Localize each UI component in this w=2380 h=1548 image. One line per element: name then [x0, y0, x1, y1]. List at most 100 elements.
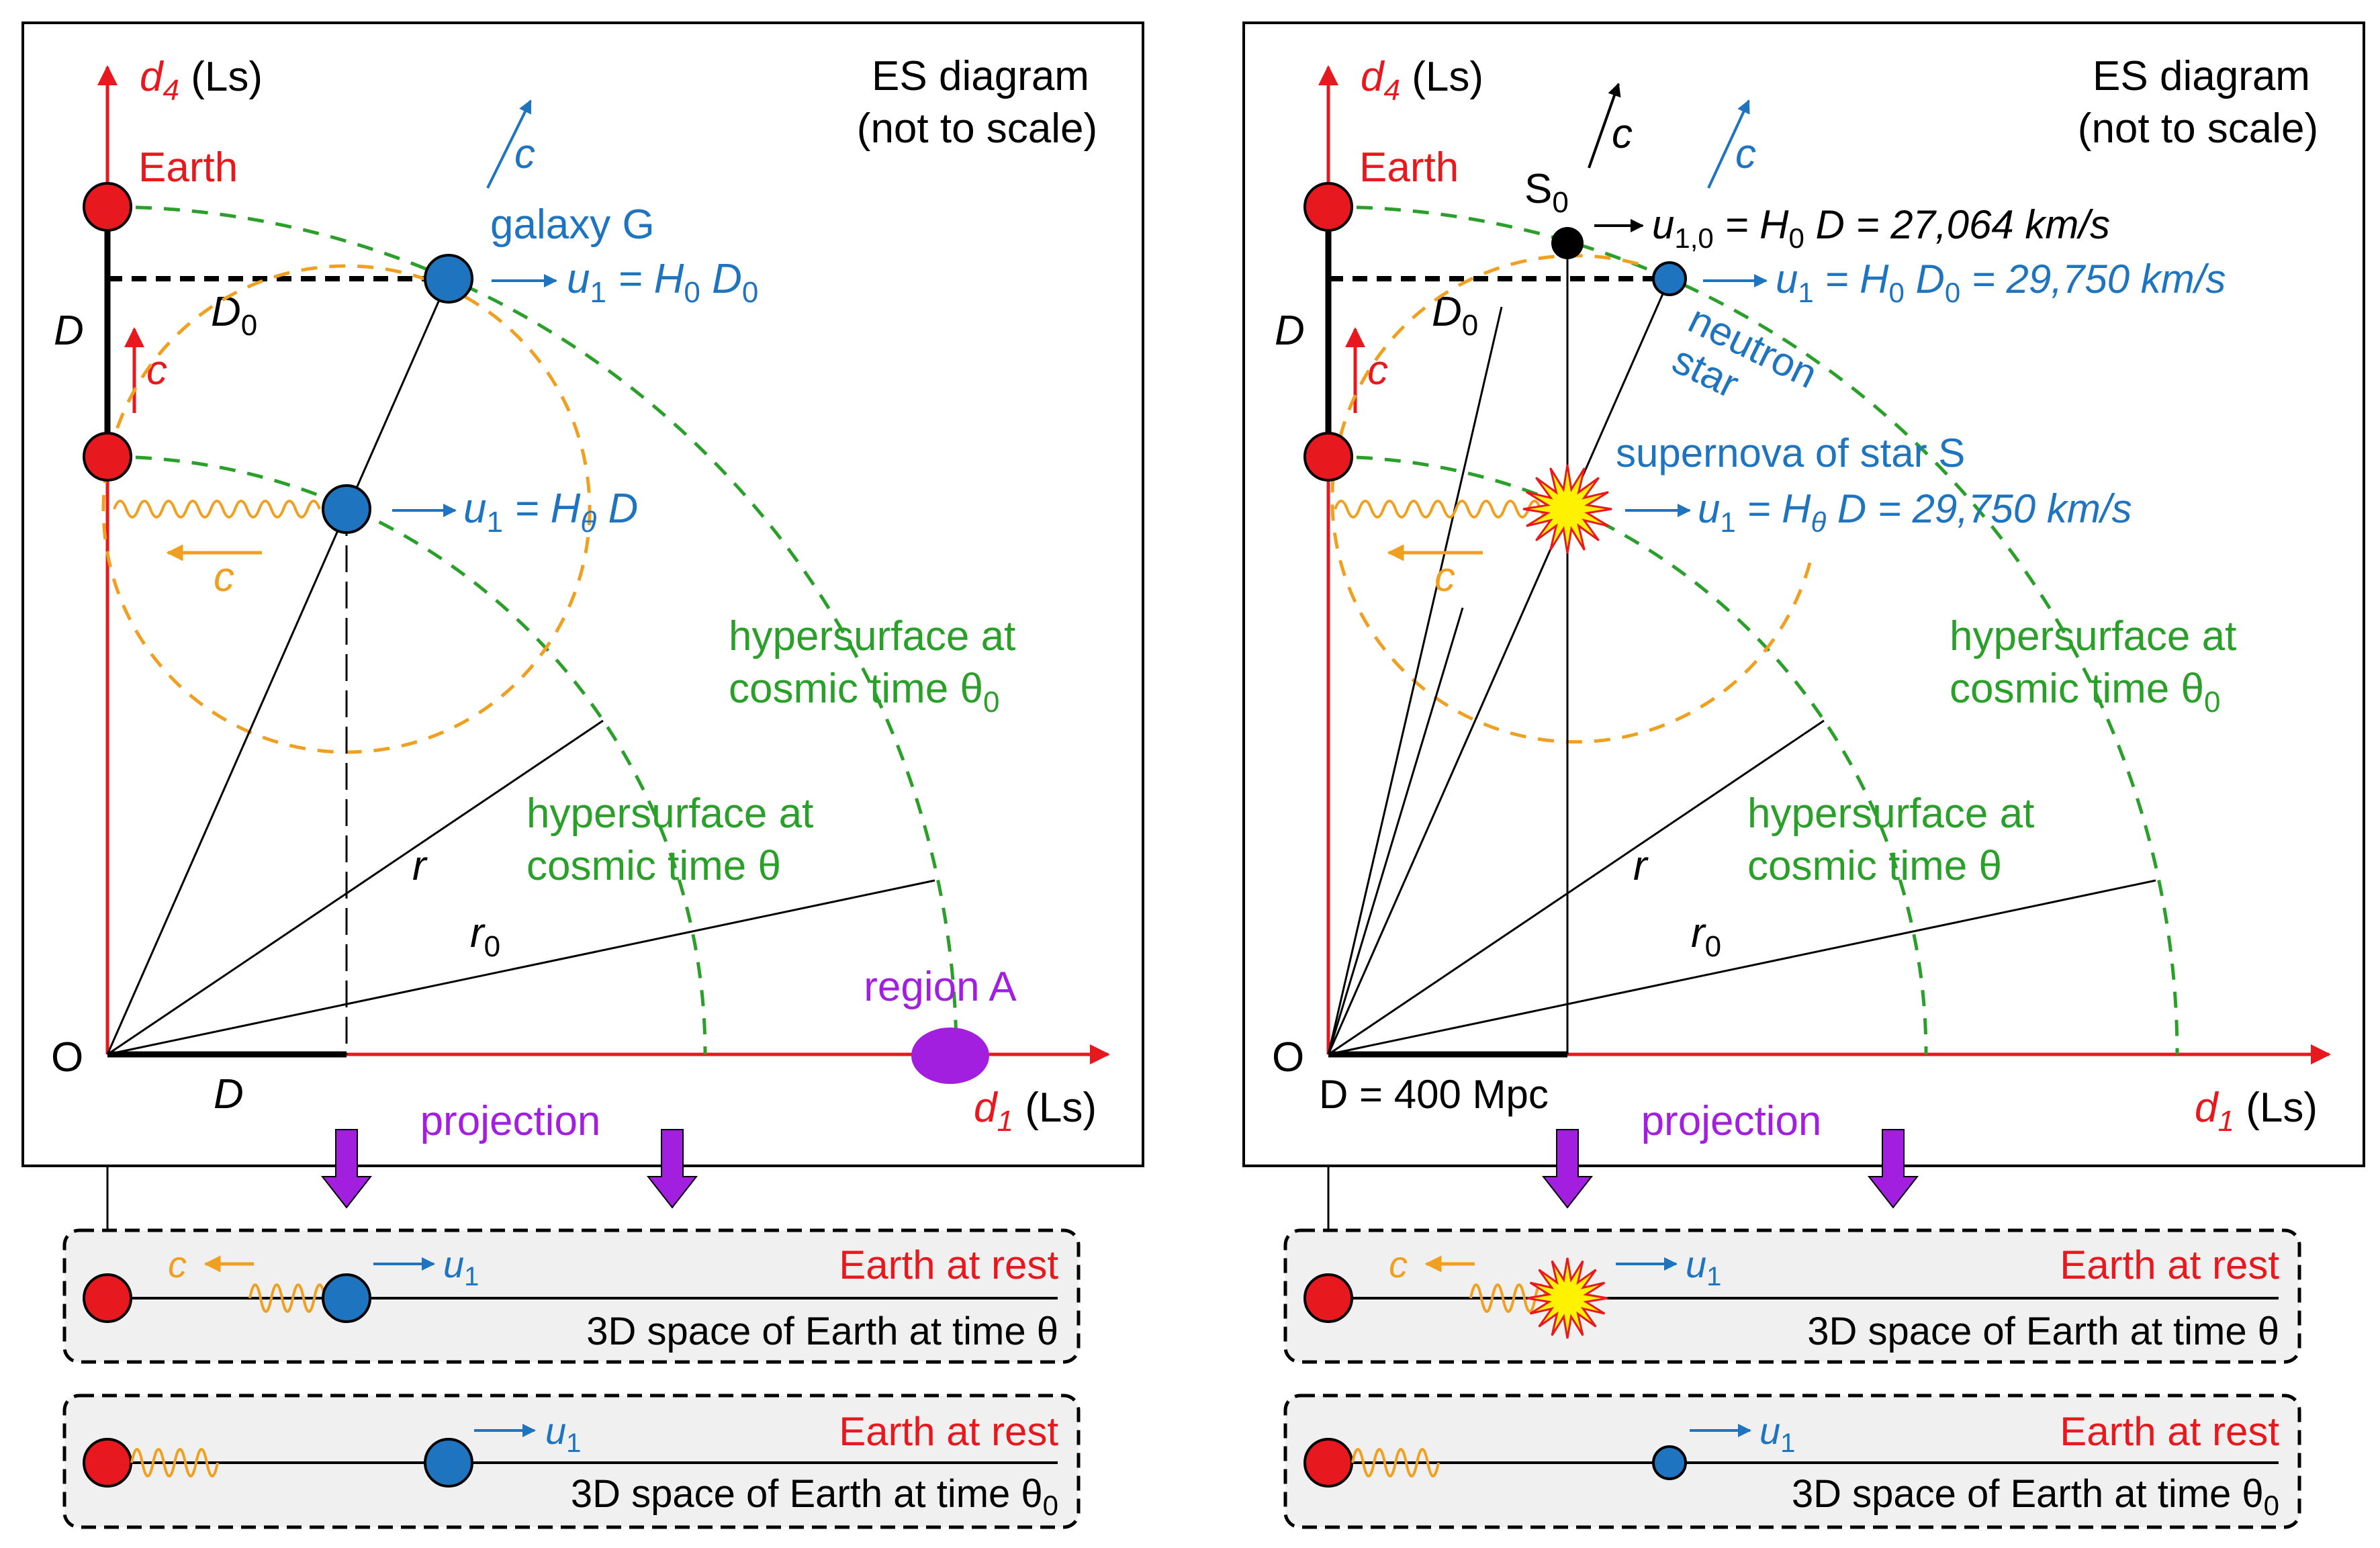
eq-lhs-sub: 1: [1798, 277, 1813, 308]
left-hypersurface-theta: [107, 455, 707, 1055]
left-earth-dot-top: [83, 182, 132, 232]
hyper-sub: 0: [2204, 686, 2220, 719]
eq-lhs: u: [567, 256, 590, 302]
left-panel: ES diagram (not to scale) d4 (Ls) d1 (Ls…: [21, 21, 1144, 1529]
right-box-theta-space: 3D space of Earth at time θ: [1807, 1310, 2279, 1353]
right-hyper-theta-l1: hypersurface at: [1747, 790, 2034, 837]
left-r-label: r: [412, 843, 428, 889]
right-box-theta: [1283, 1228, 2301, 1364]
right-c-arrow-black: [1588, 83, 1621, 169]
y-sym: d: [140, 54, 165, 100]
eq-rhs: D: [700, 256, 742, 302]
d0-sub: 0: [1462, 309, 1478, 342]
left-d-label: D: [54, 308, 84, 354]
eq-rhs-sub: 0: [742, 276, 758, 309]
right-box-theta0-u1-label: u1: [1759, 1410, 1795, 1458]
left-hyper-theta0-l1: hypersurface at: [729, 613, 1015, 659]
right-worldline-1: [1327, 306, 1503, 1055]
left-x-axis-label: d1 (Ls): [974, 1085, 1097, 1138]
left-region-a-label: region A: [864, 964, 1017, 1010]
y-sub: 4: [1383, 74, 1400, 107]
right-eq-s0: u1,0 = H0 D = 27,064 km/s: [1652, 202, 2110, 254]
eq-lhs: u: [1776, 257, 1798, 302]
left-hyper-theta0-l2: cosmic time θ0: [729, 666, 999, 719]
left-line-r0: [107, 879, 935, 1056]
u1-sub: 1: [464, 1262, 479, 1291]
left-frame: [21, 21, 1144, 1167]
left-c-label-orange: c: [214, 554, 234, 600]
eq-lhs-sub: 1: [1720, 506, 1735, 538]
right-s0-label: S0: [1524, 166, 1569, 219]
right-c-label-red: c: [1367, 347, 1388, 394]
left-box-theta-space: 3D space of Earth at time θ: [586, 1310, 1058, 1353]
left-c-arrow-blue: [486, 99, 532, 189]
hyper-sub: 0: [983, 686, 999, 719]
left-galaxy-dot-mid: [322, 484, 371, 534]
right-hyper-theta-l2: cosmic time θ: [1747, 843, 2002, 889]
right-d-base-label: D = 400 Mpc: [1319, 1072, 1549, 1117]
right-hyper-theta0-l2: cosmic time θ0: [1950, 666, 2220, 719]
right-box-theta-earth: [1303, 1273, 1353, 1323]
left-earth-label: Earth: [138, 144, 238, 191]
eq-tail: = 29,750 km/s: [1960, 257, 2226, 302]
eq-rhs: D = 27,064 km/s: [1804, 202, 2110, 247]
d0-sub: 0: [241, 309, 257, 342]
left-earth-dot-bottom: [83, 432, 132, 482]
right-projection-arrow-1: [1541, 1129, 1594, 1209]
left-box-theta0-u1-label: u1: [545, 1410, 581, 1458]
left-box-theta0-earth: [83, 1438, 132, 1488]
left-c-label-red: c: [146, 347, 167, 394]
u1-sym: u: [545, 1410, 566, 1452]
right-earth-label: Earth: [1359, 144, 1459, 191]
eq-mid: = H: [1736, 486, 1811, 531]
left-title-line2: (not to scale): [857, 105, 1097, 152]
space-sub: 0: [2264, 1490, 2279, 1521]
eq-mid: = H: [1714, 202, 1789, 247]
eq-lhs: u: [463, 486, 486, 532]
right-projection-arrow-2: [1867, 1129, 1919, 1209]
left-d0-label: D0: [211, 289, 257, 342]
left-y-axis-label: d4 (Ls): [140, 54, 263, 107]
right-c-label-black: c: [1612, 111, 1633, 157]
eq-rhs-sub: 0: [1945, 277, 1960, 308]
left-box-theta: [62, 1228, 1081, 1364]
right-r-label: r: [1633, 843, 1649, 889]
space-text: 3D space of Earth at time θ: [1792, 1472, 2264, 1516]
left-box-theta-u1-label: u1: [443, 1243, 479, 1291]
space-text: 3D space of Earth at time θ: [571, 1472, 1043, 1516]
eq-mid-sub: 0: [1888, 277, 1904, 308]
left-box-theta0-earth-at-rest: Earth at rest: [839, 1409, 1058, 1454]
left-galaxy-dot-top: [424, 254, 473, 304]
right-supernova-icon: [1522, 464, 1612, 554]
right-box-theta0-wave: [1351, 1448, 1440, 1477]
right-light-wave: [1334, 500, 1554, 518]
right-earth-dot-top: [1303, 182, 1353, 232]
s0-sub: 0: [1552, 186, 1568, 219]
x-sym: d: [974, 1085, 999, 1131]
u1-sub: 1: [1780, 1428, 1795, 1458]
left-region-a-blob: [911, 1028, 989, 1084]
left-projection-label: projection: [420, 1098, 601, 1144]
right-origin-label: O: [1272, 1034, 1304, 1081]
y-unit: (Ls): [1400, 54, 1483, 100]
left-origin-label: O: [51, 1034, 83, 1081]
eq-mid-sub: θ: [1811, 506, 1826, 538]
right-projection-label: projection: [1641, 1098, 1822, 1144]
left-hypersurface-theta0: [107, 205, 958, 1055]
right-neutron-star-dot: [1652, 261, 1687, 296]
left-eq-top: u1 = H0 D0: [567, 256, 758, 309]
eq-lhs-sub: 1: [590, 276, 606, 309]
right-box-theta0-earth: [1303, 1438, 1353, 1488]
u1-sym: u: [443, 1243, 464, 1285]
left-box-theta-earth-at-rest: Earth at rest: [839, 1242, 1058, 1287]
left-galaxy-label: galaxy G: [490, 201, 655, 248]
left-c-label-blue: c: [514, 131, 535, 177]
u1-sub: 1: [566, 1428, 581, 1458]
right-supernova-label: supernova of star S: [1616, 430, 1965, 475]
eq-mid-sub: 0: [1788, 222, 1804, 254]
r0-sub: 0: [1705, 930, 1721, 963]
eq-rhs: D: [1905, 257, 1945, 302]
right-line-r0: [1328, 879, 2156, 1056]
eq-mid: = H: [1814, 257, 1889, 302]
